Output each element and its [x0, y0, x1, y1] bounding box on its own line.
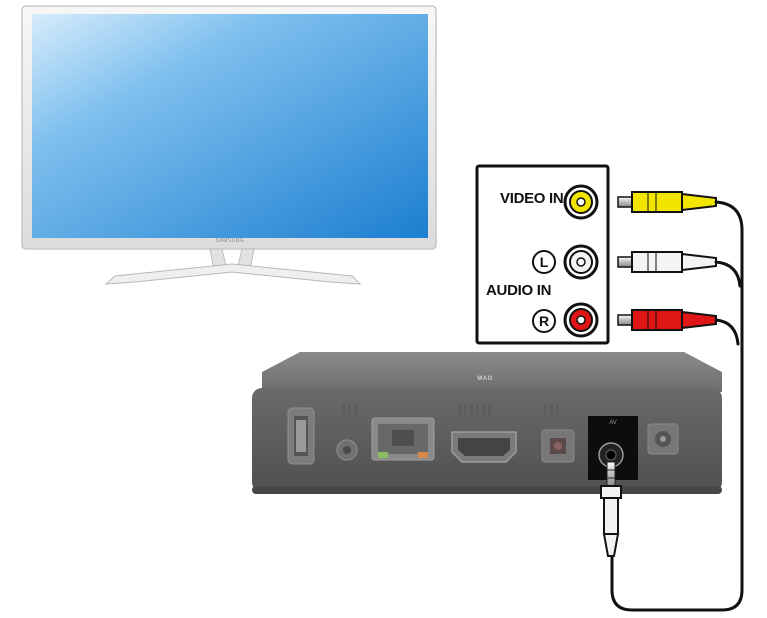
spdif-port[interactable] — [541, 429, 575, 463]
av-port-label: AV — [609, 420, 617, 426]
media-box — [252, 352, 722, 494]
rca-plug-video[interactable] — [617, 191, 717, 213]
tv-brand-logo: SAMSUNG — [215, 238, 245, 244]
tv-screen — [32, 14, 428, 238]
video-in-label: VIDEO IN — [500, 190, 564, 207]
media-box-top — [262, 352, 722, 392]
cable-main — [610, 200, 744, 612]
left-channel-badge: L — [532, 250, 556, 274]
media-box-brand-logo: MAG — [477, 376, 493, 382]
ir-sensor-port — [336, 439, 358, 461]
hdmi-port[interactable] — [451, 431, 517, 463]
av-out-port[interactable] — [588, 416, 638, 480]
power-port[interactable] — [647, 423, 679, 455]
tv-stand — [104, 263, 362, 285]
audio-right-jack[interactable] — [563, 302, 599, 338]
av-cable — [610, 200, 744, 612]
tv — [21, 5, 437, 285]
audio-left-jack[interactable] — [563, 244, 599, 280]
rca-plug-audio-right[interactable] — [617, 309, 717, 331]
av-jack-plug[interactable] — [600, 461, 622, 557]
video-in-jack[interactable] — [563, 184, 599, 220]
audio-in-label: AUDIO IN — [486, 282, 552, 299]
rca-plug-audio-left[interactable] — [617, 251, 717, 273]
ethernet-port[interactable] — [371, 417, 435, 461]
right-channel-badge: R — [532, 309, 556, 333]
media-box-vents — [342, 404, 559, 418]
usb-port[interactable] — [287, 407, 315, 465]
